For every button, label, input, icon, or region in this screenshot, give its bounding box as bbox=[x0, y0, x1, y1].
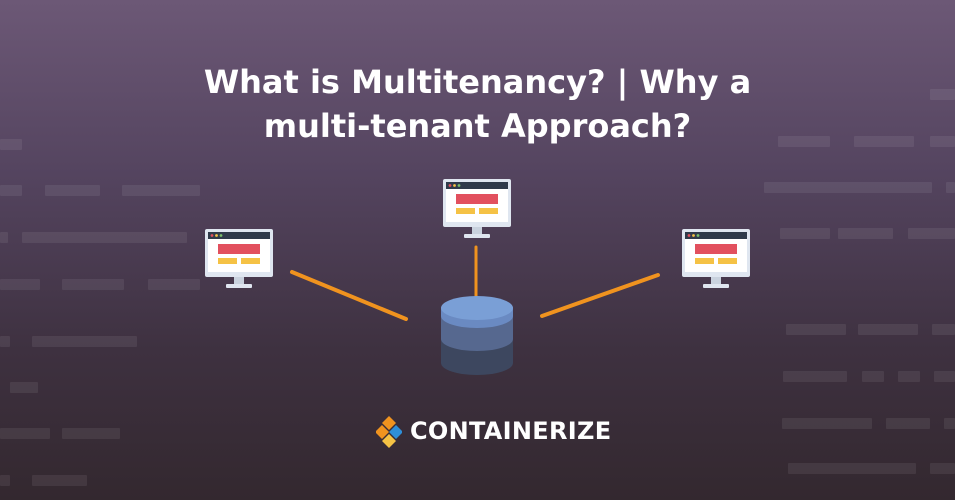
monitor-icon bbox=[682, 229, 750, 288]
monitor-icon bbox=[443, 179, 511, 238]
connector-left bbox=[290, 270, 408, 321]
title-line-2: multi-tenant Approach? bbox=[263, 107, 692, 145]
brand-name: CONTAINERIZE bbox=[410, 417, 612, 445]
database-icon bbox=[441, 296, 513, 375]
monitor-icon bbox=[205, 229, 273, 288]
connector-right bbox=[540, 273, 660, 318]
title-line-1: What is Multitenancy? | Why a bbox=[203, 63, 752, 101]
page-title: What is Multitenancy? | Why a multi-tena… bbox=[0, 60, 955, 148]
brand-logo: CONTAINERIZE bbox=[376, 414, 611, 448]
diamond-logo-icon bbox=[376, 416, 402, 448]
